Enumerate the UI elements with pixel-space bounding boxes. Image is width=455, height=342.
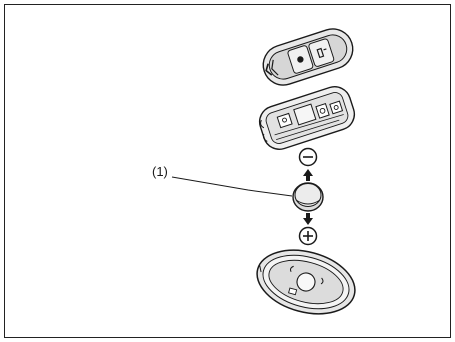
remote-lower-cover [256,249,356,315]
remote-circuit-board [258,86,356,150]
arrow-up-icon [303,169,313,181]
callout-leader-line [171,176,293,197]
unlock-button [308,38,335,67]
negative-terminal-symbol [298,147,318,167]
positive-terminal-symbol [298,226,318,246]
unlock-icon [316,47,327,59]
coin-battery [292,182,324,212]
figure-border [4,4,451,338]
callout-label-1: (1) [152,164,168,179]
remote-upper-cover [262,28,354,86]
arrow-down-icon [303,213,313,225]
lock-icon [297,56,304,63]
